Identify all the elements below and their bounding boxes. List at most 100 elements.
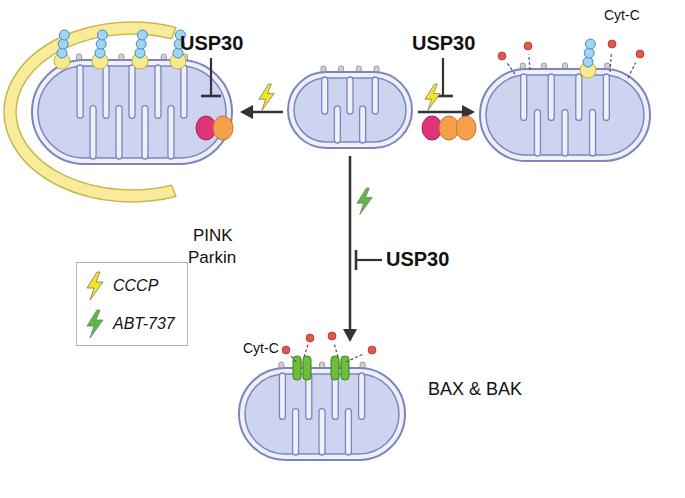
crista [279, 373, 285, 419]
inhibition-symbol [433, 58, 453, 96]
cytochrome-c-release [524, 42, 532, 70]
mitochondrion [239, 362, 405, 460]
ubiquitin-chain [92, 30, 108, 69]
crista [590, 110, 596, 156]
legend-text: ABT-737 [113, 315, 175, 333]
release-line [610, 54, 611, 72]
inhibition-line [356, 259, 382, 261]
cccp-bolt [425, 84, 440, 111]
crista [562, 110, 568, 156]
crista [359, 373, 365, 419]
cytochrome-c-release [304, 334, 314, 357]
cytochrome-c-release [608, 40, 616, 72]
arrow-shaft [349, 156, 352, 329]
cytochrome-c [524, 42, 532, 50]
cytochrome-c [328, 332, 336, 340]
pathway-arrow [343, 156, 357, 342]
crista [334, 106, 340, 143]
inhibition-line [210, 58, 212, 96]
crista [347, 77, 353, 114]
molecule-label: Cyt-C [243, 341, 279, 356]
release-line [346, 354, 363, 362]
ubiquitin [583, 57, 593, 67]
protein-label: Parkin [188, 249, 236, 268]
arrow-head [240, 105, 253, 119]
release-line [507, 62, 515, 74]
crista [142, 106, 148, 159]
protein-blob [456, 116, 476, 140]
crista [319, 409, 325, 455]
crista [521, 74, 527, 120]
protein-label: USP30 [180, 32, 243, 54]
protein-label: USP30 [412, 32, 475, 54]
arrow-head [343, 329, 357, 342]
crista [77, 65, 83, 118]
crista [103, 65, 109, 118]
protein-label: USP30 [386, 248, 449, 270]
pore-protein [341, 356, 349, 380]
crista [322, 77, 328, 114]
release-line [628, 62, 636, 78]
outer-membrane [32, 60, 232, 164]
pore-protein [303, 356, 311, 380]
cytochrome-c-release [498, 52, 515, 74]
crista [155, 65, 161, 118]
arrow-shaft [418, 111, 462, 114]
cytochrome-c [368, 346, 376, 354]
mitochondrion [288, 66, 412, 148]
ubiquitin-chain [54, 30, 70, 69]
legend-swatch [85, 309, 105, 339]
cytochrome-c-release [328, 332, 338, 357]
ubiquitin [59, 30, 69, 40]
crista [576, 74, 582, 120]
cytochrome-c [636, 50, 644, 58]
protein-label: BAX & BAK [428, 380, 522, 400]
ubiquitin [57, 48, 67, 58]
release-line [290, 354, 297, 362]
protein-blob [213, 116, 233, 140]
crista [168, 106, 174, 159]
inner-membrane [38, 66, 226, 158]
ubiquitin [137, 30, 147, 40]
legend-box: CCCP ABT-737 [76, 262, 188, 346]
ubiquitin [97, 30, 107, 40]
pathway-arrow [240, 105, 283, 119]
cytochrome-c [282, 346, 290, 354]
legend-text: CCCP [113, 277, 158, 295]
crista [548, 74, 554, 120]
ubiquitin [58, 39, 68, 49]
crista [116, 106, 122, 159]
mitochondrion [480, 63, 650, 161]
cytochrome-c [608, 40, 616, 48]
crista [345, 409, 351, 455]
crista [534, 110, 540, 156]
inhibition-bar [201, 95, 221, 98]
arrow-shaft [253, 111, 283, 114]
inner-membrane [245, 374, 399, 454]
release-line [304, 345, 308, 357]
inhibition-bar [355, 250, 358, 270]
outer-membrane [288, 72, 412, 148]
inhibition-symbol [356, 250, 382, 270]
ubiquitin-chain [132, 30, 148, 69]
protein-label: PINK [193, 227, 233, 246]
abt737-bolt [357, 188, 372, 215]
cytochrome-c [498, 52, 506, 60]
bax-bak-pore [331, 356, 349, 380]
outer-membrane [239, 368, 405, 460]
molecule-label: Cyt-C [604, 8, 640, 23]
ubiquitin [96, 39, 106, 49]
cytochrome-c-release [282, 346, 296, 362]
inhibition-symbol [201, 58, 221, 96]
pore-protein [331, 356, 339, 380]
cytochrome-c [306, 334, 314, 342]
crista [90, 106, 96, 159]
mitochondrion [32, 54, 232, 164]
legend-swatch [85, 271, 105, 301]
crista [360, 106, 366, 143]
cytochrome-c-release [628, 50, 644, 78]
inner-membrane [486, 75, 644, 155]
inhibition-line [442, 58, 444, 96]
